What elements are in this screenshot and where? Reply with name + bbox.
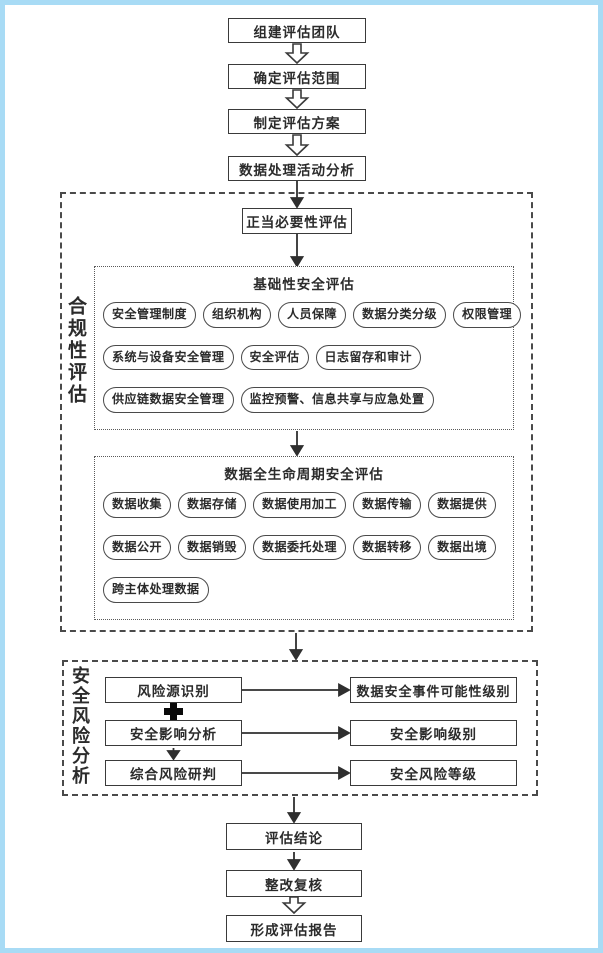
- box-incident-likelihood: 数据安全事件可能性级别: [350, 677, 517, 703]
- risk-analysis-section: [62, 660, 538, 796]
- lifecycle-security-pills: 数据收集 数据存储 数据使用加工 数据传输 数据提供 数据公开 数据销毁 数据委…: [95, 483, 513, 603]
- pill-system-device: 系统与设备安全管理: [103, 344, 234, 371]
- risk-side-label: 安全风险分析: [69, 666, 90, 786]
- box-define-scope: 确定评估范围: [228, 64, 366, 89]
- group-basic-security: 基础性安全评估 安全管理制度 组织机构 人员保障 数据分类分级 权限管理 系统与…: [94, 266, 522, 430]
- pill-classification: 数据分类分级: [353, 302, 447, 328]
- lifecycle-security-title: 数据全生命周期安全评估: [224, 467, 384, 483]
- pill-personnel: 人员保障: [278, 302, 347, 328]
- pill-transmit: 数据传输: [353, 492, 422, 518]
- group-lifecycle-security: 数据全生命周期安全评估 数据收集 数据存储 数据使用加工 数据传输 数据提供 数…: [94, 456, 514, 620]
- box-activity-analysis: 数据处理活动分析: [228, 156, 366, 181]
- pill-store: 数据存储: [178, 492, 247, 518]
- pill-destroy: 数据销毁: [178, 534, 247, 561]
- box-conclusion: 评估结论: [226, 823, 362, 850]
- pill-supply-chain: 供应链数据安全管理: [103, 387, 234, 413]
- box-form-team: 组建评估团队: [228, 18, 366, 43]
- box-comprehensive-judgment: 综合风险研判: [105, 760, 242, 786]
- pill-collect: 数据收集: [103, 492, 172, 518]
- pill-security-assess: 安全评估: [240, 344, 309, 371]
- box-risk-source: 风险源识别: [105, 677, 242, 703]
- pill-cross-entity: 跨主体处理数据: [103, 577, 209, 603]
- basic-security-pills: 安全管理制度 组织机构 人员保障 数据分类分级 权限管理 系统与设备安全管理 安…: [95, 293, 522, 413]
- pill-publicize: 数据公开: [103, 534, 172, 561]
- pill-organization: 组织机构: [203, 302, 272, 328]
- pill-transfer: 数据转移: [353, 534, 422, 561]
- box-risk-level: 安全风险等级: [350, 760, 517, 786]
- box-justification: 正当必要性评估: [242, 208, 352, 234]
- pill-mgmt-system: 安全管理制度: [103, 302, 197, 328]
- basic-security-title: 基础性安全评估: [253, 277, 355, 293]
- pill-permissions: 权限管理: [453, 302, 522, 328]
- pill-cross-border: 数据出境: [428, 534, 497, 561]
- pill-entrust: 数据委托处理: [253, 534, 347, 561]
- compliance-side-label: 合规性评估: [65, 296, 87, 406]
- box-impact-level: 安全影响级别: [350, 720, 517, 746]
- pill-log-audit: 日志留存和审计: [315, 344, 422, 371]
- pill-provide: 数据提供: [428, 492, 497, 518]
- pill-use-process: 数据使用加工: [253, 492, 347, 518]
- box-impact-analysis: 安全影响分析: [105, 720, 242, 746]
- pill-monitoring: 监控预警、信息共享与应急处置: [240, 387, 434, 413]
- box-final-report: 形成评估报告: [226, 915, 362, 942]
- box-rectification-review: 整改复核: [226, 870, 362, 897]
- box-make-plan: 制定评估方案: [228, 109, 366, 134]
